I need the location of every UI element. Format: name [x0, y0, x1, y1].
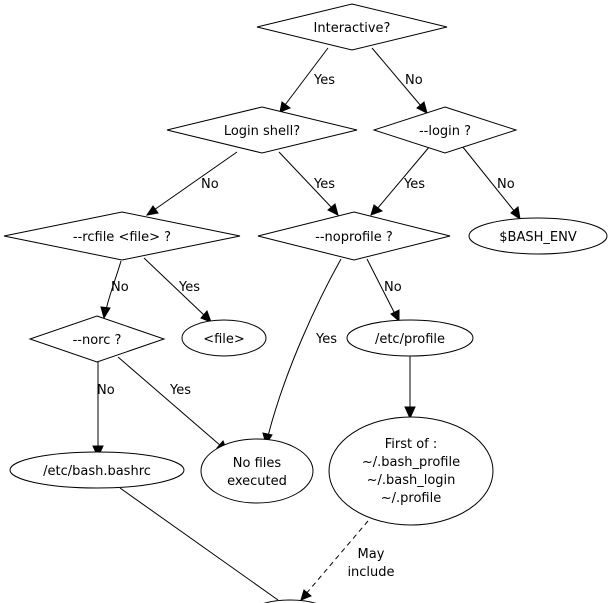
decision-diamond	[28, 315, 166, 363]
edge-label-norc-no: No	[97, 383, 115, 398]
node-first-of-line4: ~/.profile	[381, 491, 441, 506]
decision-diamond	[372, 106, 518, 154]
edge-arrowhead	[416, 101, 428, 114]
node-etc-profile: /etc/profile	[346, 319, 474, 357]
edge-label-interactive-yes: Yes	[313, 73, 335, 88]
node-login-shell: Login shell?	[166, 106, 358, 154]
node-bashrc-label: /etc/bash.bashrc	[43, 464, 151, 479]
node-first-of-line2: ~/.bash_profile	[362, 455, 460, 470]
node-no-files-line2: executed	[227, 474, 287, 489]
edge-rcfile-norc	[105, 260, 122, 311]
edge-label-login-opt-no: No	[497, 177, 515, 192]
node-etc-profile-label: /etc/profile	[375, 332, 445, 347]
edge-login-opt-bash-env	[461, 145, 516, 213]
edge-login-shell-noprofile	[278, 151, 333, 209]
terminal-ellipse	[468, 217, 608, 255]
node-noprofile: --noprofile ?	[257, 211, 451, 261]
node-noprofile-label: --noprofile ?	[315, 230, 393, 245]
edge-arrowhead	[100, 306, 111, 320]
nodes: Interactive? Login shell? --login ? --rc…	[3, 3, 608, 603]
node-interactive: Interactive?	[256, 3, 448, 51]
node-bashrc: /etc/bash.bashrc	[9, 451, 185, 489]
node-norc-label: --norc ?	[73, 333, 122, 348]
node-norc: --norc ?	[28, 315, 166, 363]
node-bash-env: $BASH_ENV	[468, 217, 608, 255]
node-file: <file>	[181, 319, 267, 357]
edge-label-rcfile-no: No	[111, 280, 129, 295]
node-rcfile: --rcfile <file> ?	[3, 211, 241, 261]
process-ellipse	[328, 416, 494, 526]
process-ellipse	[9, 451, 185, 489]
node-bash-env-label: $BASH_ENV	[499, 230, 577, 245]
node-first-of: First of : ~/.bash_profile ~/.bash_login…	[328, 416, 494, 526]
edge-login-opt-noprofile	[376, 145, 431, 210]
edge-label-noprofile-no: No	[384, 280, 402, 295]
node-rcfile-label: --rcfile <file> ?	[73, 230, 171, 245]
edge-arrowhead	[92, 445, 104, 459]
edge-arrowhead	[279, 101, 292, 113]
decision-diamond	[257, 211, 451, 261]
edge-label-may-include-line1: May	[358, 547, 385, 562]
edge-arrowhead	[510, 206, 521, 221]
terminal-ellipse	[181, 319, 267, 357]
process-ellipse	[263, 599, 317, 603]
node-first-of-line3: ~/.bash_login	[367, 473, 456, 488]
edge-arrowhead	[200, 310, 212, 323]
edge-norc-no-files	[117, 356, 222, 447]
decision-diamond	[3, 211, 241, 261]
edge-label-login-shell-yes: Yes	[313, 177, 335, 192]
edge-noprofile-no-files	[267, 258, 342, 437]
node-bottom-partial	[263, 599, 317, 603]
edge-interactive-login-opt	[371, 47, 422, 107]
node-interactive-label: Interactive?	[314, 21, 391, 36]
edge-arrowhead	[300, 589, 312, 601]
edge-label-rcfile-yes: Yes	[178, 280, 200, 295]
node-login-opt-label: --login ?	[419, 124, 471, 139]
node-file-label: <file>	[203, 332, 245, 347]
node-no-files: No files executed	[200, 438, 314, 504]
edge-arrowhead	[390, 309, 400, 323]
edge-label-may-include-line2: include	[347, 565, 394, 580]
terminal-ellipse	[200, 438, 314, 504]
edge-label-interactive-no: No	[405, 73, 423, 88]
edge-label-norc-yes: Yes	[169, 383, 191, 398]
edge-first-of-bottom-dashed	[304, 520, 369, 596]
edge-arrowhead	[404, 406, 416, 420]
edge-noprofile-etc-profile	[366, 258, 396, 315]
edge-rcfile-file	[143, 257, 206, 317]
edge-interactive-login-shell	[284, 47, 329, 106]
node-login-shell-label: Login shell?	[224, 124, 300, 139]
decision-diamond	[256, 3, 448, 51]
edge-arrowhead	[327, 203, 339, 216]
edge-label-noprofile-yes: Yes	[315, 332, 337, 347]
edge-bashrc-bottom	[119, 487, 279, 601]
edge-label-login-shell-no: No	[201, 177, 219, 192]
edge-login-shell-rcfile	[153, 151, 238, 211]
process-ellipse	[346, 319, 474, 357]
edge-label-login-opt-yes: Yes	[403, 177, 425, 192]
edges	[92, 47, 521, 601]
node-first-of-line1: First of :	[385, 437, 438, 452]
edge-labels: Yes No No Yes Yes No No Yes Yes No No Ye…	[97, 73, 515, 580]
node-login-opt: --login ?	[372, 106, 518, 154]
decision-diamond	[166, 106, 358, 154]
node-no-files-line1: No files	[233, 456, 282, 471]
edge-arrowhead	[145, 205, 159, 216]
edge-arrowhead	[370, 204, 384, 216]
